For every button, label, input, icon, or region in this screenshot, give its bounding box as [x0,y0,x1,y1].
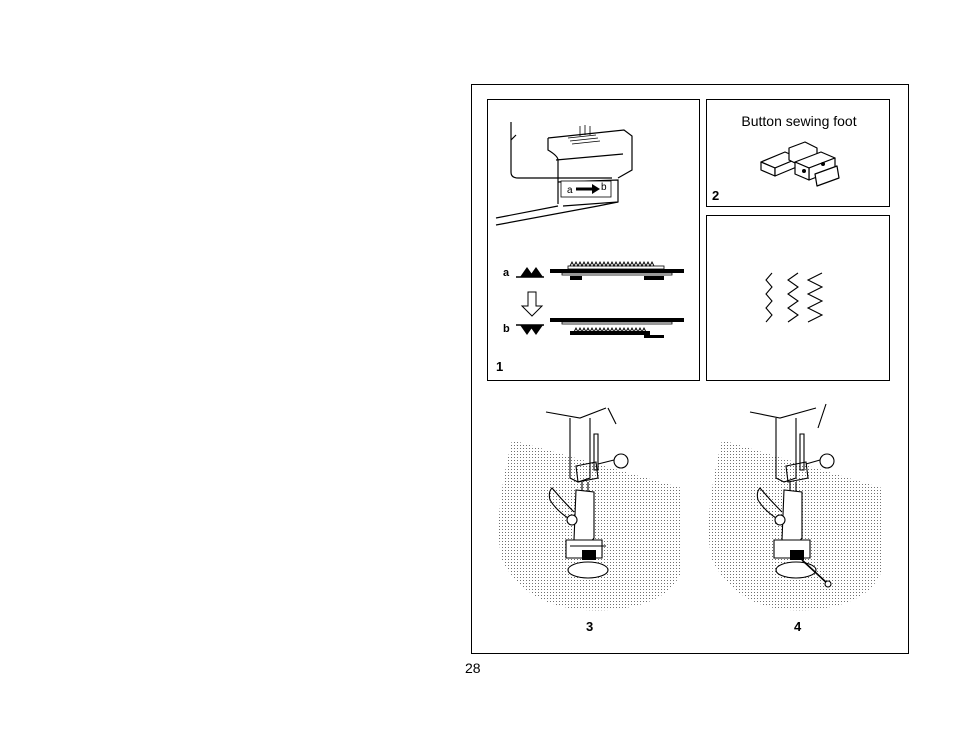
feed-dog-illustration: a b a b [488,100,698,379]
zigzag-stitch-panel [706,215,890,381]
zigzag-stitch-icon [762,271,842,327]
figure-2-button-foot-panel: Button sewing foot 2 [706,99,890,207]
figure-2-number: 2 [712,188,719,203]
figure-1-number: 1 [496,359,503,374]
figure-1-feed-dog-panel: a b a b [487,99,700,381]
figure-3-number: 3 [586,619,593,634]
feed-dog-label-b: b [503,323,510,335]
feed-dog-raised-diagram [550,262,684,280]
feed-dog-lowered-diagram [550,318,684,338]
inset-label-a: a [567,185,573,196]
button-sewing-foot-icon [755,140,845,192]
inset-label-b: b [601,182,607,193]
teeth-down-icon [516,325,544,335]
figure-3-presser-foot: 3 [490,400,690,615]
button-foot-title: Button sewing foot [707,113,891,129]
feed-dog-label-a: a [503,267,510,279]
figure-4-number: 4 [794,619,801,634]
down-arrow-icon [522,292,542,316]
page-number: 28 [465,660,481,676]
teeth-up-icon [516,267,544,277]
figure-4-presser-foot-with-thread: 4 [700,400,900,615]
